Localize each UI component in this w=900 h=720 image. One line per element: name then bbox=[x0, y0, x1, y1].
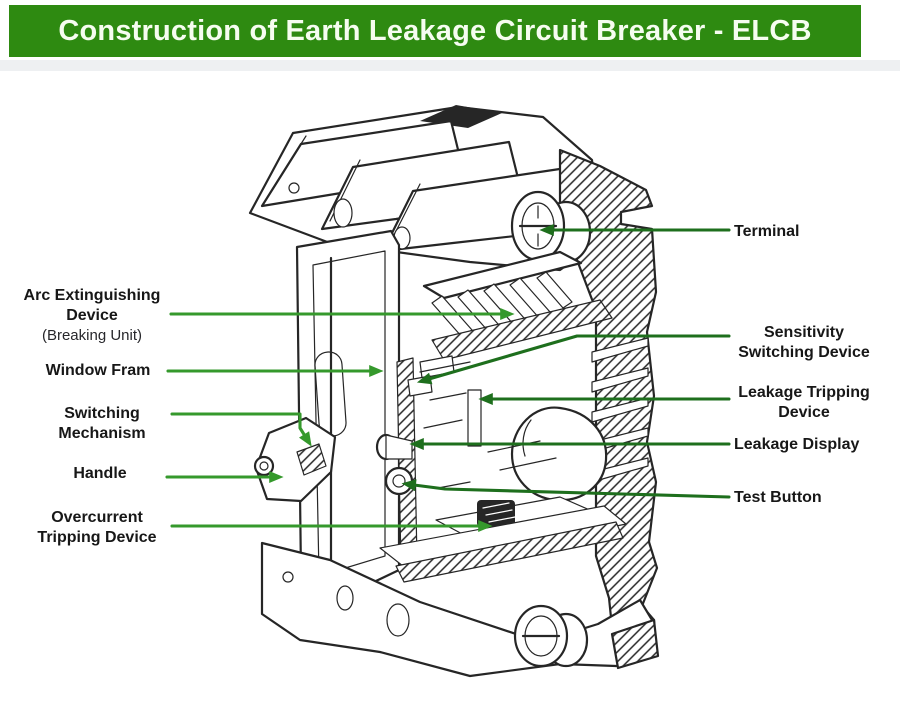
sensitivity-switching-arrow bbox=[416, 334, 731, 385]
test-button-part bbox=[384, 466, 414, 496]
label-leakage-tripping-device: Leakage Tripping Device bbox=[738, 384, 870, 421]
mounting-foot bbox=[610, 618, 660, 670]
label-sensitivity-switching-device: Sensitivity Switching Device bbox=[738, 324, 870, 361]
page-title: Construction of Earth Leakage Circuit Br… bbox=[58, 14, 812, 47]
trip-mechanism bbox=[375, 355, 627, 583]
label-window-frame: Window Fram bbox=[45, 362, 151, 379]
label-handle: Handle bbox=[73, 465, 127, 482]
label-switching-mechanism: Switching Mechanism bbox=[58, 405, 146, 442]
label-terminal: Terminal bbox=[734, 223, 800, 240]
title-banner: Construction of Earth Leakage Circuit Br… bbox=[9, 5, 861, 57]
label-test-button: Test Button bbox=[734, 489, 822, 506]
switching-mechanism-arrow bbox=[170, 412, 312, 447]
test-button-arrow bbox=[401, 479, 731, 499]
arc-chute bbox=[422, 250, 613, 361]
banner-divider bbox=[0, 60, 900, 71]
label-breaking-unit-note: (Breaking Unit) bbox=[41, 327, 143, 344]
bottom-screw bbox=[513, 604, 589, 668]
window-frame-panel bbox=[295, 229, 401, 594]
bottom-base bbox=[260, 541, 660, 678]
label-overcurrent-tripping-device: Overcurrent Tripping Device bbox=[37, 509, 157, 546]
label-leakage-display: Leakage Display bbox=[734, 436, 860, 453]
label-arc-extinguishing-device: Arc Extinguishing Device (Breaking Unit) bbox=[17, 286, 167, 346]
